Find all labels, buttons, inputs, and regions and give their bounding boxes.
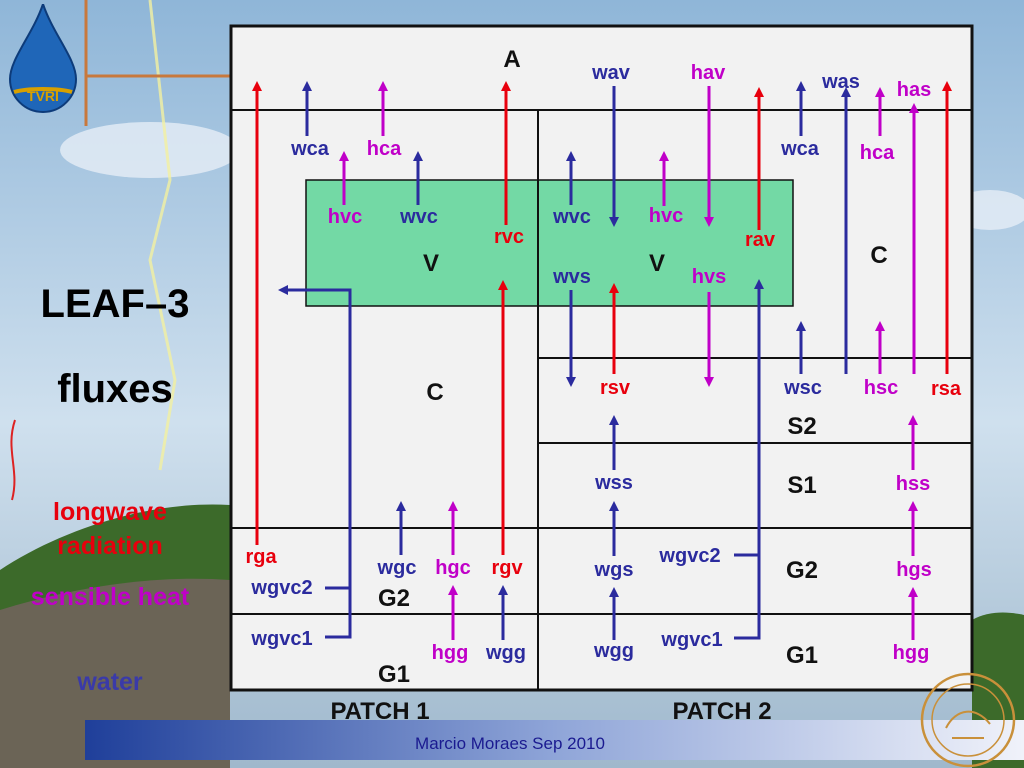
- logo-text: TVRI: [27, 88, 59, 104]
- region-v-left: V: [423, 250, 439, 277]
- legend-longwave: longwave radiation: [53, 498, 167, 560]
- region-s2: S2: [787, 413, 816, 440]
- flux-wvc-right: wvc: [552, 206, 591, 228]
- region-c-left: C: [426, 379, 443, 406]
- flux-has: has: [897, 79, 931, 101]
- flux-wvc-left: wvc: [399, 206, 438, 228]
- flux-wca-right: wca: [780, 138, 820, 160]
- flux-hgs: hgs: [896, 559, 932, 581]
- flux-wca-left: wca: [290, 138, 330, 160]
- wgvc-left-arrow: [278, 285, 352, 590]
- flux-rsa: rsa: [931, 378, 962, 400]
- wgvc1-left-line: [325, 588, 352, 639]
- flux-wgvc2-right: wgvc2: [658, 545, 720, 567]
- flux-wgg-left: wgg: [485, 642, 526, 664]
- region-g1-left: G1: [378, 661, 410, 688]
- flux-wav: wav: [591, 62, 631, 84]
- flux-wss: wss: [594, 472, 633, 494]
- region-c-right: C: [870, 242, 887, 269]
- legend-sensible-heat: sensible heat: [30, 583, 190, 611]
- flux-wgc: wgc: [377, 557, 417, 579]
- flux-wgg-right: wgg: [593, 640, 634, 662]
- cloud-shape: [60, 122, 240, 178]
- wavy-arrow: [10, 419, 16, 501]
- region-s1: S1: [787, 472, 816, 499]
- footer-bar: [85, 720, 1024, 760]
- flux-rga: rga: [245, 546, 277, 568]
- flux-hgg-right: hgg: [893, 642, 930, 664]
- flux-wvs: wvs: [552, 266, 591, 288]
- flux-hvs: hvs: [692, 266, 726, 288]
- flux-rgv: rgv: [491, 557, 523, 579]
- flux-hca-left: hca: [367, 138, 402, 160]
- flux-hvc-left: hvc: [328, 206, 362, 228]
- flux-hgg-left: hgg: [432, 642, 469, 664]
- flux-wsc: wsc: [783, 377, 822, 399]
- lightning-bolt: [148, 0, 177, 471]
- footer-credit: Marcio Moraes Sep 2010: [415, 734, 605, 753]
- flux-was: was: [821, 71, 860, 93]
- flux-rav: rav: [745, 229, 776, 251]
- title-line-2: fluxes: [57, 367, 173, 411]
- flux-wgs: wgs: [594, 559, 634, 581]
- flux-wgvc1-right: wgvc1: [660, 629, 722, 651]
- flux-hgc: hgc: [435, 557, 471, 579]
- logo-crossline: [84, 0, 230, 126]
- flux-wgvc1-left: wgvc1: [250, 628, 312, 650]
- region-g1-right: G1: [786, 642, 818, 669]
- region-g2-left: G2: [378, 585, 410, 612]
- title-line-1: LEAF–3: [40, 282, 190, 326]
- wgvc1-right-line: [734, 555, 761, 640]
- flux-hav: hav: [691, 62, 726, 84]
- water-drop-icon: [8, 4, 78, 113]
- vegetation-box: [305, 179, 794, 307]
- flux-hsc: hsc: [864, 377, 898, 399]
- flux-hss: hss: [896, 473, 930, 495]
- flux-wgvc2-left: wgvc2: [250, 577, 312, 599]
- flux-hvc-right: hvc: [649, 205, 683, 227]
- flux-rvc: rvc: [494, 226, 524, 248]
- flux-hca-right: hca: [860, 142, 895, 164]
- flux-rsv: rsv: [600, 377, 631, 399]
- region-a: A: [503, 46, 520, 73]
- region-v-right: V: [649, 250, 665, 277]
- university-seal: [920, 672, 1016, 768]
- legend-water: water: [77, 668, 143, 696]
- region-g2-right: G2: [786, 557, 818, 584]
